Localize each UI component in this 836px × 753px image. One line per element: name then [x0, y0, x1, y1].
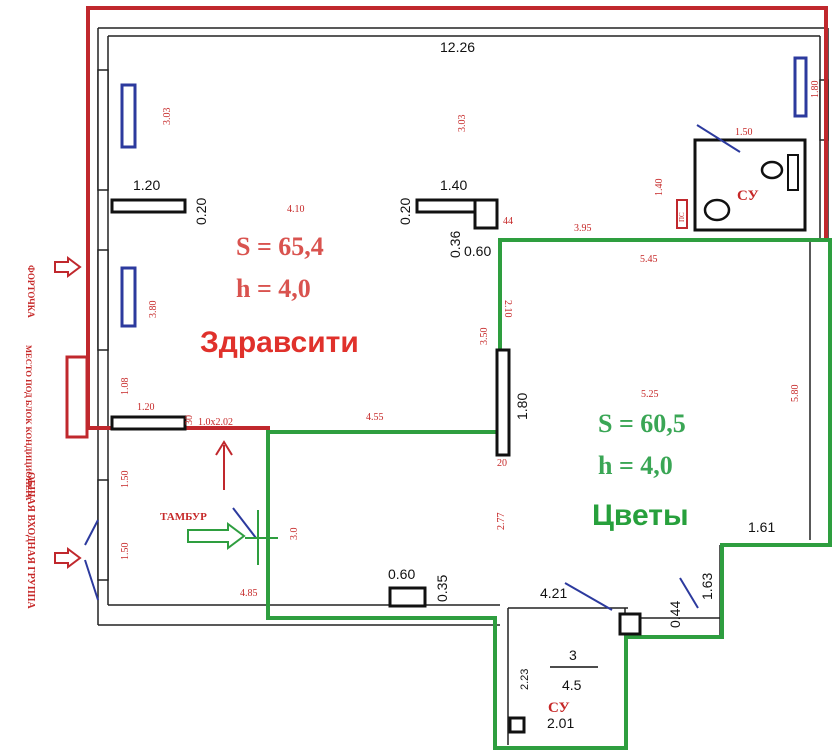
dim-r-20: 20	[497, 458, 507, 469]
room-green-outline	[266, 238, 832, 750]
dim-r-30: 30	[184, 415, 195, 425]
room-green-name: Цветы	[592, 499, 689, 532]
dim-201: 2.01	[547, 715, 574, 731]
dim-035: 0.35	[434, 575, 450, 602]
dim-060b: 0.60	[388, 566, 415, 582]
door-swings	[84, 124, 741, 611]
conditioner-block	[65, 355, 89, 439]
label-entrance: ОБЩАЯ ВХОДНАЯ ГРУППА	[25, 472, 36, 609]
dim-r-180: 1.80	[810, 81, 821, 99]
dim-060: 0.60	[464, 243, 491, 259]
room-green-height: h = 4,0	[598, 451, 673, 480]
dim-top: 12.26	[440, 39, 475, 55]
dim-r-140: 1.40	[654, 179, 665, 197]
dim-161: 1.61	[748, 519, 775, 535]
room-green-area: S = 60,5	[598, 409, 686, 438]
dim-163: 1.63	[699, 573, 715, 600]
label-su-bottom: СУ	[548, 700, 570, 716]
bathroom-block	[676, 138, 807, 232]
dim-r-380: 3.80	[148, 301, 159, 319]
room-red-name: Здравсити	[200, 326, 359, 359]
dim-r-108: 1.08	[120, 378, 131, 396]
dim-su-den: 4.5	[562, 677, 582, 693]
dim-r-485: 4.85	[240, 588, 258, 599]
dim-223: 2.23	[519, 669, 531, 690]
dim-r-30b: 3.0	[289, 528, 300, 541]
dim-r-303a: 3.03	[162, 108, 173, 126]
dim-r-525: 5.25	[641, 389, 659, 400]
dim-r-395: 3.95	[574, 223, 592, 234]
dim-421: 4.21	[540, 585, 567, 601]
dim-su-num: 3	[569, 647, 577, 663]
label-ps: ПС	[678, 212, 686, 222]
dim-036: 0.36	[447, 231, 463, 258]
arrows	[54, 256, 233, 569]
dim-020b: 0.20	[397, 198, 413, 225]
dim-r-150a: 1.50	[120, 471, 131, 489]
dim-r-545: 5.45	[640, 254, 658, 265]
dim-180: 1.80	[514, 393, 530, 420]
dim-r-door: 1.0x2.02	[198, 417, 233, 428]
room-red-height: h = 4,0	[236, 274, 311, 303]
tambur-arrow	[187, 522, 246, 550]
dim-r-210: 2.10	[502, 300, 513, 318]
dim-r-303b: 3.03	[457, 115, 468, 133]
dim-r-455: 4.55	[366, 412, 384, 423]
dim-r-350: 3.50	[479, 328, 490, 346]
windows	[120, 56, 808, 328]
room-red-area: S = 65,4	[236, 232, 324, 261]
dim-r-410: 4.10	[287, 204, 305, 215]
dim-r-150b: 1.50	[120, 543, 131, 561]
dim-140: 1.40	[440, 177, 467, 193]
dim-r-150: 1.50	[735, 127, 753, 138]
partitions	[110, 198, 642, 734]
dim-120: 1.20	[133, 177, 160, 193]
dim-r-580: 5.80	[790, 385, 801, 403]
dim-r-120: 1.20	[137, 402, 155, 413]
dim-020a: 0.20	[193, 198, 209, 225]
label-su-top: СУ	[737, 188, 759, 204]
green-door	[245, 510, 278, 565]
label-conditioner: МЕСТО ПОД БЛОК КОНДИЦИОНЕРА	[24, 345, 34, 501]
label-tambur: ТАМБУР	[160, 511, 207, 523]
label-fortochka: ФОРТОЧКА	[26, 265, 36, 318]
dim-044: 0.44	[667, 601, 683, 628]
dim-r-44: 44	[503, 216, 513, 227]
dim-r-277: 2.77	[496, 513, 507, 531]
